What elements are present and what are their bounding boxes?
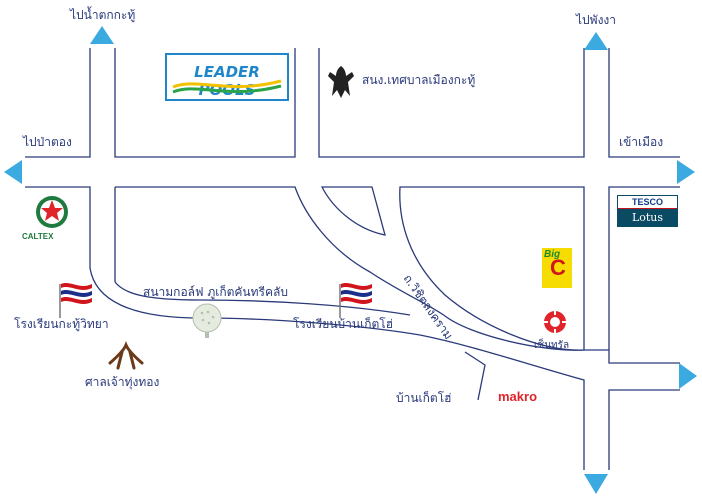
tesco-label: TESCO <box>618 196 677 209</box>
road-edge <box>464 351 486 401</box>
tesco-lotus-logo: TESCO Lotus <box>617 195 678 227</box>
school-ban-ket-ho-label: โรงเรียนบ้านเก็ตโฮ่ <box>293 317 394 331</box>
thai-flag-icon <box>339 283 372 318</box>
shrine-icon <box>108 340 144 370</box>
caltex-star-icon <box>36 196 68 228</box>
arrow-up-icon <box>90 26 114 44</box>
municipality-label: สนง.เทศบาลเมืองกะทู้ <box>362 73 476 87</box>
arrow-right-icon <box>679 363 697 389</box>
thai-flag-icon <box>59 283 92 318</box>
road-edge <box>114 281 411 316</box>
shrine-label: ศาลเจ้าทุ่งทอง <box>85 375 160 389</box>
direction-north-left: ไปน้ำตกกะทู้ <box>70 8 136 22</box>
golf-club-label: สนามกอล์ฟ ภูเก็ตคันทรีคลับ <box>143 285 288 299</box>
school-kathu-label: โรงเรียนกะทู้วิทยา <box>14 317 109 331</box>
road-edge <box>114 48 296 158</box>
caltex-label: CALTEX <box>22 232 54 241</box>
big-c-logo: Big C <box>542 248 572 288</box>
garuda-emblem-icon <box>328 66 354 98</box>
big-label: Big <box>544 249 561 260</box>
c-label: C <box>550 255 566 280</box>
leader-pools-logo: LEADER POOLS <box>165 53 289 101</box>
road-edge <box>399 186 585 351</box>
road-edge <box>25 186 91 268</box>
road-edge <box>608 186 680 364</box>
road-edge <box>608 48 680 158</box>
arrow-up-icon <box>584 32 608 50</box>
road-edge <box>320 186 386 236</box>
leader-pools-waves <box>172 79 282 94</box>
direction-north-right: ไปพังงา <box>576 13 617 27</box>
road-edge <box>25 48 91 158</box>
road-label: ถ.วิชิตสงคราม <box>401 272 456 342</box>
lotus-label: Lotus <box>618 209 677 226</box>
village-label: บ้านเก็ตโฮ่ <box>396 391 452 405</box>
arrow-right-icon <box>677 160 695 184</box>
arrow-down-icon <box>584 474 608 494</box>
makro-logo: makro <box>498 389 538 404</box>
central-sun-icon <box>544 311 566 333</box>
road-edge <box>115 186 446 317</box>
arrow-left-icon <box>4 160 22 184</box>
road-edge <box>444 315 609 351</box>
central-label: เซ็นทรัล <box>534 340 570 351</box>
road-edge <box>89 267 585 470</box>
direction-west: ไปป่าตอง <box>23 135 72 149</box>
road-edge <box>608 389 680 470</box>
golf-ball-icon <box>192 303 222 338</box>
direction-east: เข้าเมือง <box>619 135 664 149</box>
road-edge <box>318 48 585 158</box>
